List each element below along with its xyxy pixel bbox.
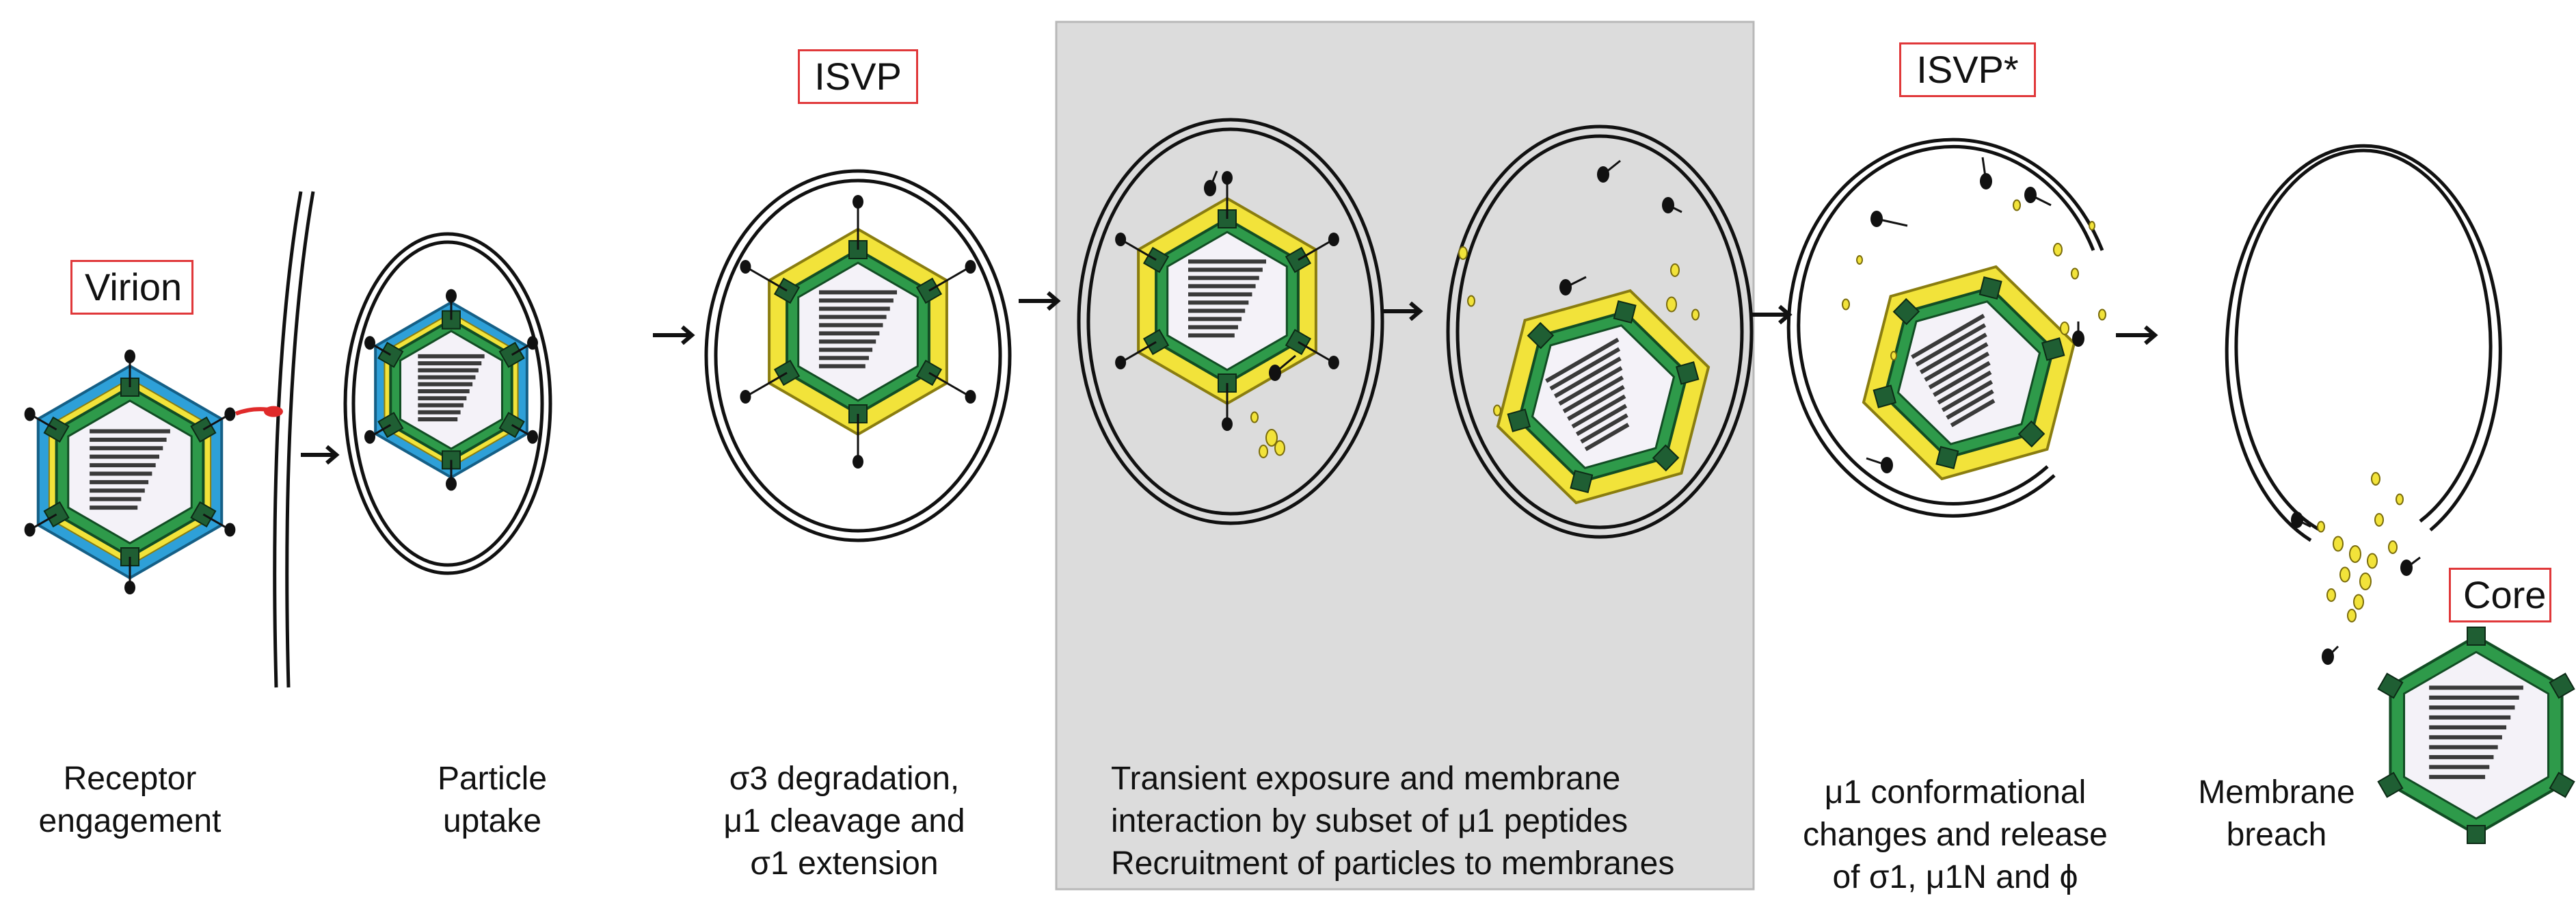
caption-membrane-breach: Membrane breach — [2198, 774, 2355, 853]
endosome-isvp-star — [1786, 137, 2104, 518]
particle-uptake — [364, 289, 538, 491]
endosome-breached — [2225, 144, 2502, 542]
caption-particle-uptake: Particle uptake — [437, 761, 548, 839]
label-isvp: ISVP — [798, 49, 918, 104]
label-core: Core — [2449, 568, 2551, 622]
caption-receptor-engagement: Receptor engagement — [38, 761, 222, 839]
particle-virion — [24, 350, 283, 594]
caption-mu1-changes: μ1 conformational changes and release of… — [1803, 774, 2108, 895]
endosome-isvp — [704, 169, 1012, 542]
endosome-uptake — [343, 232, 552, 575]
caption-transient-exposure: Transient exposure and membrane interact… — [1111, 761, 1675, 882]
particle-isvp-star — [1862, 265, 2076, 481]
particle-isvp — [740, 195, 976, 469]
label-isvp-star: ISVP* — [1899, 42, 2036, 97]
released-mu1N-transient — [1250, 246, 1700, 458]
caption-sigma3-degradation: σ3 degradation, μ1 cleavage and σ1 exten… — [723, 761, 965, 882]
particle-core — [2377, 627, 2575, 844]
endosome-transient-1 — [1077, 118, 1384, 525]
particle-transient-2 — [1496, 289, 1710, 505]
particle-transient-1 — [1115, 171, 1339, 431]
plasma-membrane-inner — [285, 191, 315, 688]
plasma-membrane — [273, 191, 303, 688]
endosome-transient-2 — [1446, 124, 1754, 539]
released-mu1N-isvp-star — [1842, 199, 2106, 360]
label-virion: Virion — [70, 260, 193, 315]
arrows — [301, 291, 2158, 465]
released-debris-breach — [2317, 472, 2404, 622]
